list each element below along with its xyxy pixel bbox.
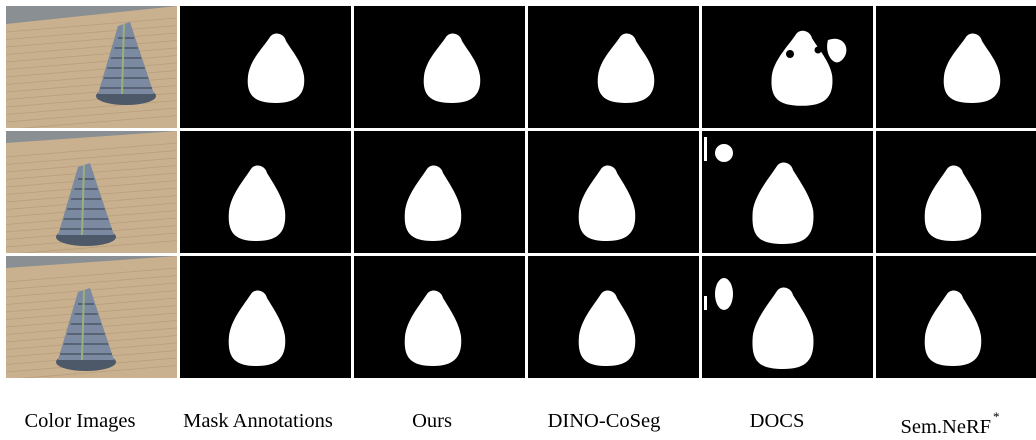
caption-asterisk: * [993,409,1000,424]
mask-image [702,256,873,378]
mask-image [528,6,699,128]
mask-image [354,131,525,253]
mask-image [876,256,1036,378]
caption-mask-annotations: Mask Annotations [183,410,333,432]
photo-image [6,256,177,378]
mask-image [702,6,873,128]
cell-mask-row-2 [180,131,351,253]
cell-color-row-1 [6,6,177,128]
caption-docs: DOCS [749,410,805,432]
cell-ours-row-3 [354,256,525,378]
mask-image [180,256,351,378]
cell-color-row-3 [6,256,177,378]
mask-image [180,6,351,128]
mask-image [876,131,1036,253]
column-captions: Color Images Mask Annotations Ours DINO-… [0,408,1036,438]
cell-dino-row-2 [528,131,699,253]
mask-image [180,131,351,253]
cell-mask-row-1 [180,6,351,128]
cell-docs-row-3 [702,256,873,378]
cell-dino-row-1 [528,6,699,128]
caption-color-images: Color Images [24,410,136,432]
mask-image [528,131,699,253]
image-grid [6,6,1036,378]
cell-semnerf-row-3 [876,256,1036,378]
cell-color-row-2 [6,131,177,253]
cell-semnerf-row-2 [876,131,1036,253]
cell-semnerf-row-1 [876,6,1036,128]
caption-ours: Ours [412,410,452,432]
cell-docs-row-2 [702,131,873,253]
cell-docs-row-1 [702,6,873,128]
photo-image [6,6,177,128]
caption-dino-coseg: DINO-CoSeg [547,410,661,432]
photo-image [6,131,177,253]
cell-mask-row-3 [180,256,351,378]
mask-image [528,256,699,378]
cell-ours-row-1 [354,6,525,128]
caption-sem-nerf: Sem.NeRF* [900,409,1000,438]
mask-image [702,131,873,253]
cell-dino-row-3 [528,256,699,378]
mask-image [876,6,1036,128]
mask-image [354,256,525,378]
mask-image [354,6,525,128]
cell-ours-row-2 [354,131,525,253]
